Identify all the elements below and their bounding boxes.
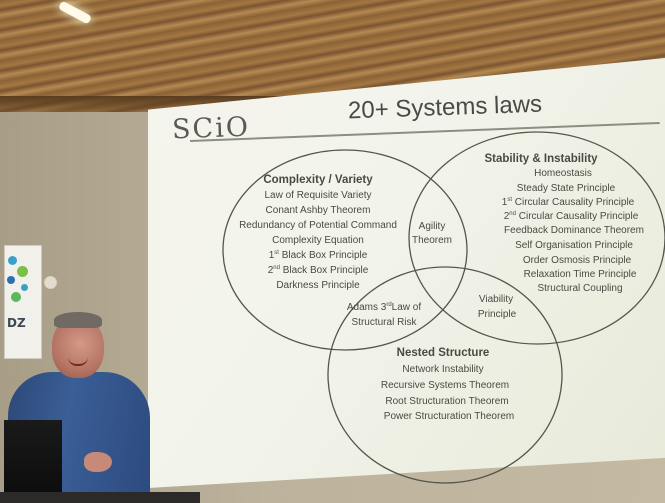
nested-heading: Nested Structure — [396, 347, 490, 359]
ordinal-suffix: st — [274, 250, 279, 256]
viability-principle-line-2: Principle — [477, 309, 517, 320]
complexity-law-item: 1st Black Box Principle — [269, 250, 368, 261]
presenter-smile — [68, 357, 88, 366]
banner-dot — [7, 276, 15, 284]
presenter-hair — [54, 312, 102, 328]
stability-law-item: 2nd Circular Causality Principle — [504, 211, 639, 222]
stability-law-item: Feedback Dominance Theorem — [504, 225, 644, 236]
ordinal-number: 1 — [501, 197, 508, 208]
nested-law-item: Root Structuration Theorem — [385, 396, 509, 407]
complexity-law-item: Conant Ashby Theorem — [265, 205, 371, 216]
ordinal-suffix: nd — [273, 265, 280, 271]
nested-law-item: Network Instability — [402, 364, 484, 375]
nested-law-item: Power Structuration Theorem — [383, 411, 515, 422]
complexity-law-item: 2nd Black Box Principle — [268, 265, 369, 276]
roll-up-banner: DZ — [4, 245, 42, 359]
complexity-law-item: Darkness Principle — [276, 280, 360, 291]
stability-law-item: 1st Circular Causality Principle — [502, 197, 635, 208]
stability-law-item: Steady State Principle — [516, 183, 616, 194]
stability-law-item: Self Organisation Principle — [515, 240, 633, 251]
law-name: Circular Causality Principle — [518, 211, 639, 222]
ordinal-number: 2 — [267, 265, 274, 276]
agility-theorem-line-1: Agility — [418, 221, 446, 232]
wall-outlet — [44, 276, 57, 289]
stability-heading: Stability & Instability — [484, 153, 598, 165]
law-name: Black Box Principle — [282, 265, 369, 276]
stability-law-item: Order Osmosis Principle — [522, 255, 632, 266]
complexity-heading: Complexity / Variety — [263, 174, 373, 186]
presenter-hand — [84, 452, 112, 472]
complexity-law-item: Law of Requisite Variety — [264, 190, 372, 201]
stability-law-item: Structural Coupling — [537, 283, 623, 294]
complexity-law-item: Complexity Equation — [272, 235, 364, 246]
desk — [0, 492, 200, 503]
banner-dot — [21, 284, 28, 291]
nested-law-item: Recursive Systems Theorem — [380, 380, 510, 391]
adams-law-line-1: Adams 3rdLaw of — [346, 302, 422, 313]
ordinal-suffix: st — [507, 197, 512, 203]
nested-circle — [327, 266, 563, 484]
ordinal-number: 2 — [503, 211, 510, 222]
banner-dot — [8, 256, 17, 265]
laptop — [4, 420, 62, 503]
law-name: Circular Causality Principle — [514, 197, 635, 208]
banner-dot — [11, 292, 21, 302]
agility-theorem-line-2: Theorem — [411, 235, 453, 246]
banner-dot — [17, 266, 28, 277]
ordinal-number: 1 — [268, 250, 275, 261]
stability-law-item: Relaxation Time Principle — [523, 269, 637, 280]
ordinal-suffix: rd — [386, 302, 392, 308]
viability-principle-line-1: Viability — [478, 294, 514, 305]
ordinal-suffix: nd — [509, 211, 516, 217]
law-name: Black Box Principle — [281, 250, 368, 261]
stability-law-item: Homeostasis — [534, 168, 592, 179]
complexity-law-item: Redundancy of Potential Command — [239, 220, 397, 231]
banner-label: DZ — [7, 316, 26, 330]
adams-law-line-2: Structural Risk — [351, 317, 417, 328]
stability-circle — [408, 131, 665, 345]
complexity-circle — [222, 149, 468, 351]
